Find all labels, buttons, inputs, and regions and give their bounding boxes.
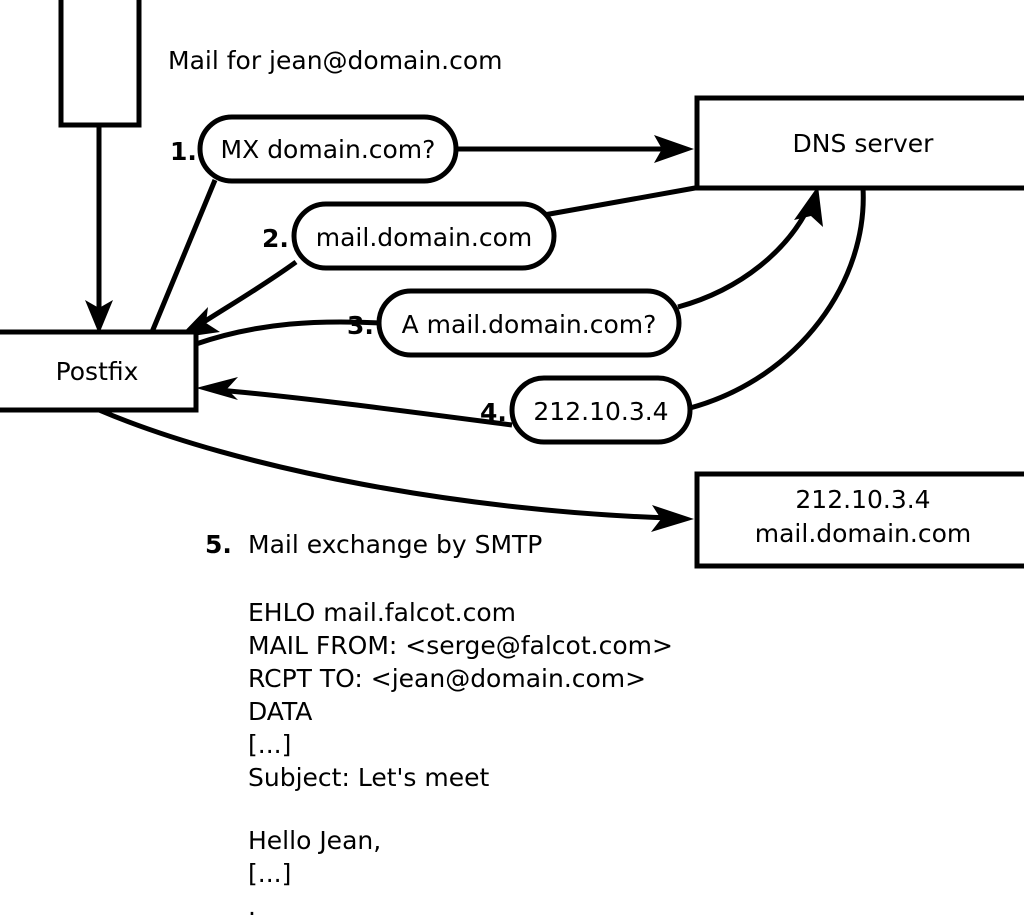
step-3-message-label: A mail.domain.com? bbox=[402, 310, 657, 339]
edge-postfix-to-step3 bbox=[195, 319, 382, 347]
step-3-message[interactable]: A mail.domain.com? bbox=[376, 288, 682, 358]
dns-server-box[interactable]: DNS server bbox=[694, 95, 1024, 191]
smtp-transcript: EHLO mail.falcot.com MAIL FROM: <serge@f… bbox=[248, 598, 673, 919]
step-5-message-label: Mail exchange by SMTP bbox=[248, 530, 542, 559]
step-5-number: 5. bbox=[205, 530, 232, 559]
step-2-message-label: mail.domain.com bbox=[316, 223, 532, 252]
dns-server-label: DNS server bbox=[793, 129, 935, 158]
destination-box[interactable]: 212.10.3.4 mail.domain.com bbox=[694, 471, 1024, 569]
step-1-number: 1. bbox=[170, 137, 197, 166]
smtp-transcript-line: MAIL FROM: <serge@falcot.com> bbox=[248, 631, 673, 660]
edge-sender-to-postfix bbox=[85, 125, 113, 334]
edge-step1-to-dns bbox=[458, 135, 694, 163]
step-1-message[interactable]: MX domain.com? bbox=[197, 114, 459, 184]
edge-step4-to-postfix bbox=[196, 377, 513, 428]
step-4-number: 4. bbox=[480, 398, 507, 427]
destination-host-label: mail.domain.com bbox=[755, 519, 971, 548]
edge-postfix-to-step1 bbox=[149, 179, 218, 333]
smtp-transcript-end-marker: . bbox=[248, 892, 256, 919]
edge-step3-to-dns bbox=[677, 186, 823, 310]
smtp-transcript-line: Subject: Let's meet bbox=[248, 763, 489, 792]
postfix-label: Postfix bbox=[56, 357, 139, 386]
postfix-box[interactable]: Postfix bbox=[0, 329, 199, 413]
smtp-transcript-line: [...] bbox=[248, 859, 291, 888]
step-2-message[interactable]: mail.domain.com bbox=[291, 201, 557, 271]
edge-dns-to-step2 bbox=[543, 185, 696, 218]
smtp-transcript-line: EHLO mail.falcot.com bbox=[248, 598, 516, 627]
step-2-number: 2. bbox=[262, 224, 289, 253]
step-1-message-label: MX domain.com? bbox=[221, 135, 436, 164]
step-3-number: 3. bbox=[347, 311, 374, 340]
smtp-transcript-line: [...] bbox=[248, 730, 291, 759]
smtp-transcript-line: DATA bbox=[248, 697, 312, 726]
edge-postfix-to-destination bbox=[98, 407, 694, 532]
edge-dns-to-step4 bbox=[689, 187, 866, 411]
step-4-message[interactable]: 212.10.3.4 bbox=[509, 375, 693, 445]
sender-box bbox=[58, 0, 142, 128]
mail-for-caption: Mail for jean@domain.com bbox=[168, 46, 503, 75]
smtp-transcript-line: Hello Jean, bbox=[248, 826, 381, 855]
smtp-transcript-line: RCPT TO: <jean@domain.com> bbox=[248, 664, 646, 693]
step-4-message-label: 212.10.3.4 bbox=[533, 397, 668, 426]
destination-ip-label: 212.10.3.4 bbox=[795, 485, 930, 514]
